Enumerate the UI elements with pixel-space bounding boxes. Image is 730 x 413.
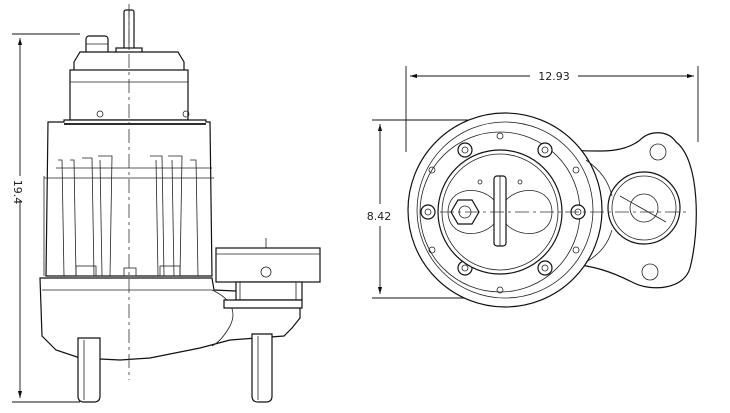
- bolt-lugs: [420, 132, 586, 294]
- depth-dimension-label: 8.42: [367, 210, 392, 223]
- cooling-fins: [58, 155, 199, 277]
- height-dimension-label: 19.4: [11, 180, 24, 205]
- top-plan-view: 12.93 8.42: [367, 66, 699, 308]
- side-elevation-view: 19.4: [11, 4, 321, 403]
- width-dimension-label: 12.93: [538, 70, 570, 83]
